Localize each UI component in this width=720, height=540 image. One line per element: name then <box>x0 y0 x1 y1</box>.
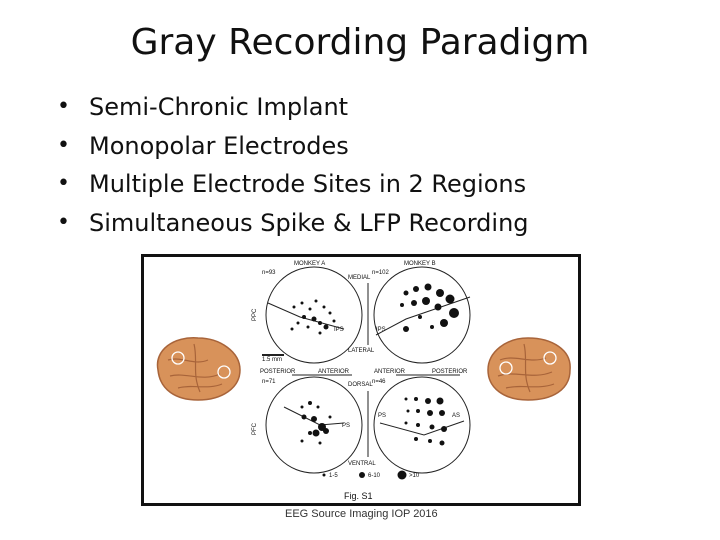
legend-label-medium: 6-10 <box>368 473 381 479</box>
bullet-icon: • <box>57 132 70 158</box>
bullet-text: Simultaneous Spike & LFP Recording <box>89 208 529 237</box>
lateral-label: LATERAL <box>348 348 375 354</box>
n-b-top-label: n=102 <box>372 270 390 276</box>
electrode-sites-b-top <box>400 283 459 332</box>
chamber-b-top <box>373 266 471 364</box>
ppc-label: PPC <box>252 308 258 321</box>
pfc-label: PFC <box>252 422 258 435</box>
electrode-sites-a-top <box>290 299 336 335</box>
ips-left-label: IPS <box>334 327 344 333</box>
legend-dot-small <box>322 473 326 477</box>
legend-dot-medium <box>359 472 365 478</box>
ps-left-label: PS <box>342 423 350 429</box>
monkey-b-label: MONKEY B <box>404 261 436 267</box>
ps-line-b <box>379 420 465 436</box>
anterior-right-label: ANTERIOR <box>374 369 406 375</box>
n-b-bottom-label: n=46 <box>372 379 386 385</box>
monkey-brain-left-image <box>156 337 241 401</box>
legend-dot-large <box>397 470 407 480</box>
n-a-top-label: n=93 <box>262 270 276 276</box>
slide-title: Gray Recording Paradigm <box>130 22 590 63</box>
footer-text: EEG Source Imaging IOP 2016 <box>285 508 438 520</box>
bullet-text: Monopolar Electrodes <box>89 131 349 160</box>
as-label: AS <box>452 413 460 419</box>
legend-label-large: >10 <box>409 473 420 479</box>
monkey-a-label: MONKEY A <box>294 261 325 267</box>
ips-line-b <box>375 296 471 336</box>
figure-drawing: MONKEY A MONKEY B n=93 n=102 MEDIAL LATE… <box>252 261 471 501</box>
bullet-list: • Semi-Chronic Implant • Monopolar Electro… <box>55 88 529 242</box>
bullet-icon: • <box>57 209 70 235</box>
chamber-b-bottom <box>373 376 471 474</box>
bullet-icon: • <box>57 171 70 196</box>
bullet-item: • Semi-Chronic Implant <box>55 88 529 127</box>
posterior-left-label: POSTERIOR <box>260 369 296 375</box>
medial-label: MEDIAL <box>348 275 371 281</box>
ips-line-a <box>267 302 345 330</box>
posterior-right-label: POSTERIOR <box>432 369 468 375</box>
chamber-a-top <box>265 266 363 364</box>
ventral-label: VENTRAL <box>348 461 376 467</box>
bullet-item: • Monopolar Electrodes <box>55 127 529 166</box>
monkey-brain-right-image <box>487 337 571 401</box>
bullet-icon: • <box>57 94 70 119</box>
bullet-item: • Simultaneous Spike & LFP Recording <box>55 204 529 243</box>
ips-right-label: IPS <box>376 327 386 333</box>
dorsal-label: DORSAL <box>348 382 373 388</box>
electrode-sites-a-bottom <box>300 401 332 445</box>
electrode-sites-b-bottom <box>404 397 447 446</box>
legend-label-small: 1-5 <box>329 473 338 479</box>
bullet-text: Semi-Chronic Implant <box>89 93 349 121</box>
scale-label: 1.5 mm <box>262 357 282 363</box>
bullet-item: • Multiple Electrode Sites in 2 Regions <box>55 165 529 204</box>
bullet-text: Multiple Electrode Sites in 2 Regions <box>89 170 527 198</box>
n-a-bottom-label: n=71 <box>262 379 276 385</box>
anterior-left-label: ANTERIOR <box>318 369 350 375</box>
figure-caption: Fig. S1 <box>344 491 373 501</box>
chamber-a-bottom <box>265 376 363 474</box>
ps-right-label: PS <box>378 413 386 419</box>
